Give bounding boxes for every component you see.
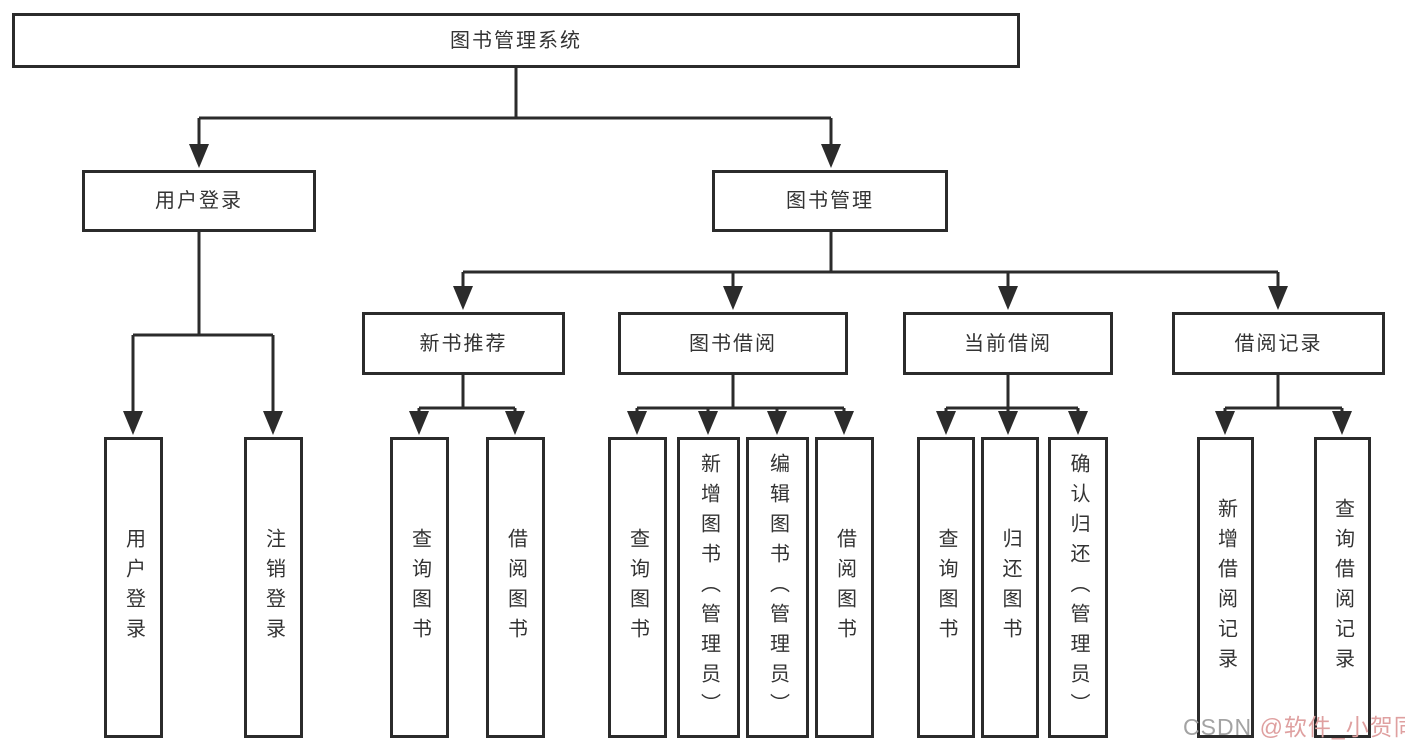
leaf-add-book-admin: 新增图书（管理员） bbox=[677, 437, 740, 738]
arrow-down-icon bbox=[123, 411, 143, 435]
connector-current-leaves bbox=[944, 374, 1080, 413]
connector-bookmgmt-level3 bbox=[461, 231, 1280, 288]
leaf-confirm-return-admin: 确认归还（管理员） bbox=[1048, 437, 1108, 738]
leaf-query-books-newbook: 查询图书 bbox=[390, 437, 449, 738]
leaf-query-books-borrow: 查询图书 bbox=[608, 437, 667, 738]
arrow-down-icon bbox=[1268, 286, 1288, 310]
leaf-edit-book-admin: 编辑图书（管理员） bbox=[746, 437, 809, 738]
arrow-down-icon bbox=[834, 411, 854, 435]
connector-records-leaves bbox=[1223, 374, 1344, 413]
leaf-add-borrow-record: 新增借阅记录 bbox=[1197, 437, 1254, 738]
leaf-borrow-books-borrow: 借阅图书 bbox=[815, 437, 874, 738]
watermark-handle-label: @软件_小贺同学 bbox=[1259, 714, 1405, 740]
leaf-query-books-current: 查询图书 bbox=[917, 437, 975, 738]
watermark-csdn-label: CSDN bbox=[1183, 714, 1260, 740]
node-borrow-records: 借阅记录 bbox=[1172, 312, 1385, 375]
arrow-down-icon bbox=[723, 286, 743, 310]
arrow-down-icon bbox=[453, 286, 473, 310]
node-new-book-recommend: 新书推荐 bbox=[362, 312, 565, 375]
leaf-user-login: 用户登录 bbox=[104, 437, 163, 738]
node-user-login: 用户登录 bbox=[82, 170, 316, 232]
connector-borrow-leaves bbox=[635, 374, 846, 413]
leaf-logout: 注销登录 bbox=[244, 437, 303, 738]
arrow-down-icon bbox=[1068, 411, 1088, 435]
arrow-down-icon bbox=[263, 411, 283, 435]
node-book-borrow: 图书借阅 bbox=[618, 312, 848, 375]
leaf-return-books: 归还图书 bbox=[981, 437, 1039, 738]
connector-userlogin-leaves bbox=[131, 231, 275, 413]
leaf-borrow-books-newbook: 借阅图书 bbox=[486, 437, 545, 738]
arrow-down-icon bbox=[936, 411, 956, 435]
arrow-down-icon bbox=[189, 144, 209, 168]
watermark: CSDN @软件_小贺同学 bbox=[1183, 714, 1405, 742]
connector-newbook-leaves bbox=[417, 374, 517, 413]
arrow-down-icon bbox=[767, 411, 787, 435]
arrow-down-icon bbox=[998, 286, 1018, 310]
arrow-down-icon bbox=[409, 411, 429, 435]
arrow-down-icon bbox=[505, 411, 525, 435]
arrow-down-icon bbox=[1215, 411, 1235, 435]
arrow-down-icon bbox=[1332, 411, 1352, 435]
node-current-borrow: 当前借阅 bbox=[903, 312, 1113, 375]
arrow-down-icon bbox=[627, 411, 647, 435]
node-root: 图书管理系统 bbox=[12, 13, 1020, 68]
node-book-management: 图书管理 bbox=[712, 170, 948, 232]
connector-root-level2 bbox=[197, 68, 833, 146]
arrow-down-icon bbox=[698, 411, 718, 435]
arrow-down-icon bbox=[821, 144, 841, 168]
arrow-down-icon bbox=[998, 411, 1018, 435]
leaf-query-borrow-record: 查询借阅记录 bbox=[1314, 437, 1371, 738]
